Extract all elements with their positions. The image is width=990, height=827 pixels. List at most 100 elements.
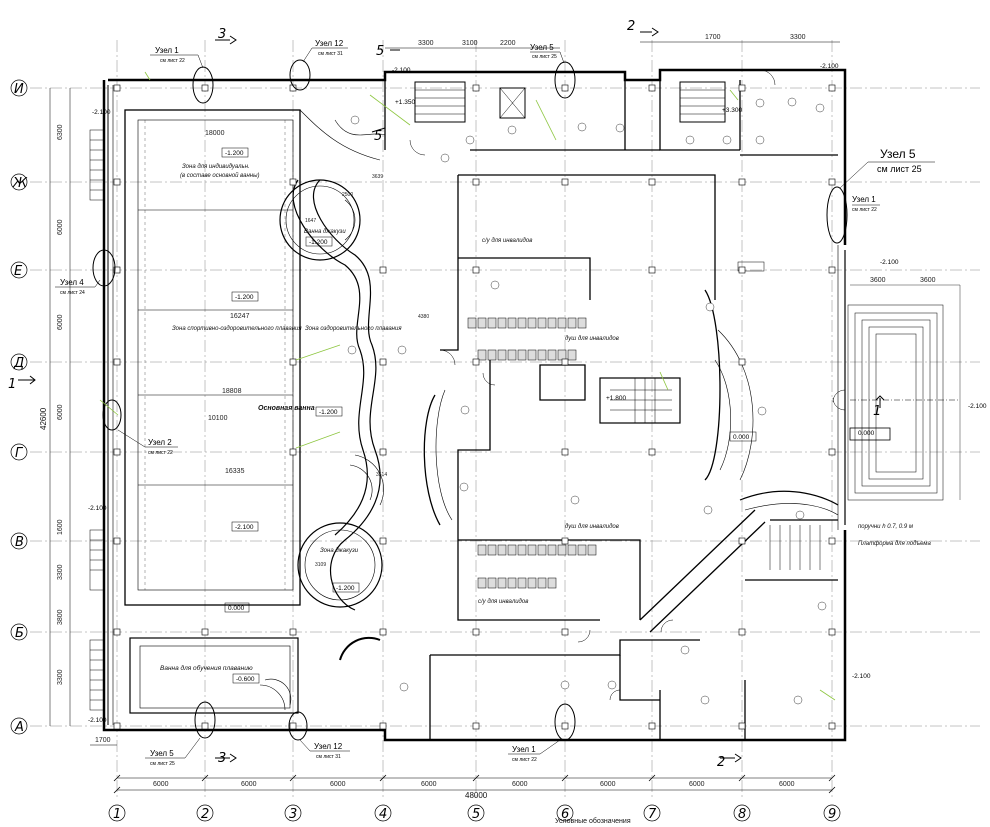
svg-text:Зона для индивидуальн.: Зона для индивидуальн. [182,164,250,170]
svg-text:2500: 2500 [342,192,353,198]
svg-text:-2.100: -2.100 [92,109,111,116]
entrance-stair [847,284,961,501]
svg-text:1: 1 [8,377,16,392]
svg-text:3: 3 [218,27,226,42]
dim-total: 48000 [465,791,488,800]
jacuzzi-zone-label: Зона джакузи [320,548,359,554]
svg-text:Ж: Ж [12,176,28,191]
svg-text:3100: 3100 [462,40,478,47]
node-callout: Узел 1см лист 22 [852,195,877,213]
svg-text:6000: 6000 [57,314,64,330]
svg-text:см лист 24: см лист 24 [60,290,85,296]
svg-text:3109: 3109 [315,562,326,568]
svg-text:9: 9 [828,807,836,822]
svg-text:3300: 3300 [790,34,806,41]
node-callout: Узел 5см лист 25 [877,147,922,174]
svg-text:Зона спортивно-оздоровительног: Зона спортивно-оздоровительного плавания [172,326,302,332]
svg-text:3639: 3639 [372,174,383,180]
svg-text:18808: 18808 [222,388,242,395]
dim-bay: 6000 [600,781,616,788]
node-callout: Узел 5 см лист 25 [530,43,557,60]
axis-bubble-row: Ж [10,173,28,191]
svg-text:5: 5 [376,44,384,59]
svg-text:см лист 25: см лист 25 [532,54,557,60]
svg-text:-2.100: -2.100 [820,63,839,70]
svg-text:Узел 5: Узел 5 [880,147,916,161]
svg-text:см лист 31: см лист 31 [318,51,343,57]
dimension-chain-left [49,88,71,726]
svg-text:Узел 1: Узел 1 [155,46,179,55]
dim-overhang: 1700 [95,737,111,744]
svg-text:-2.100: -2.100 [392,67,411,74]
axis-bubble-row: Г [10,443,28,461]
svg-text:см лист 22: см лист 22 [160,58,185,64]
axis-bubble-col: 8 [733,804,751,822]
accent-markers [99,71,836,701]
service-labels: с/у для инвалидов душ для инвалидов душ … [478,238,619,605]
svg-text:Д: Д [13,356,24,371]
node-callout: Узел 5см лист 25 [150,749,175,767]
svg-text:(в составе основной ванны): (в составе основной ванны) [180,172,260,179]
svg-text:6000: 6000 [57,404,64,420]
svg-text:см лист 22: см лист 22 [852,207,877,213]
svg-text:Узел 12: Узел 12 [315,39,344,48]
perimeter-levels: -2.100 -2.100 -2.100 -2.100 -2.100 -2.10… [88,63,871,724]
svg-text:3600: 3600 [870,277,886,284]
node-callout: Узел 1см лист 22 [512,745,537,763]
svg-text:Узел 4: Узел 4 [60,278,84,287]
svg-text:42600: 42600 [39,407,48,430]
misc-dims: 4380 1647 3514 3109 2500 3639 [305,174,429,568]
svg-text:-2.100: -2.100 [88,717,107,724]
left-dimensions: 6300 6000 6000 6000 1600 3300 3800 3300 … [39,124,64,685]
jacuzzi-top [279,179,361,261]
interior-walls [384,80,838,740]
dimension-chain-bottom [90,744,832,791]
svg-text:4380: 4380 [418,314,429,320]
axis-bubble-col: 3 [284,804,302,822]
svg-text:с/у для инвалидов: с/у для инвалидов [478,599,528,605]
svg-text:Основная ванна: Основная ванна [258,405,315,412]
svg-text:-0.600: -0.600 [236,676,255,683]
room-number-markers [347,97,827,705]
axis-bubble-row: И [10,79,28,97]
dim-bay: 6000 [241,781,257,788]
node-callout: Узел 12 см лист 31 [315,39,344,57]
svg-text:-2.100: -2.100 [235,524,254,531]
axis-bubble-row: Е [10,261,28,279]
svg-text:Узел 5: Узел 5 [530,43,554,52]
axis-bubble-row: В [10,532,28,550]
training-pool-label: Ванна для обучения плаванию [160,664,253,672]
svg-text:поручни h 0.7, 0.9 м: поручни h 0.7, 0.9 м [858,524,913,530]
bay-dimensions: 6000 6000 6000 6000 6000 6000 6000 6000 … [95,737,795,800]
axis-bubble-row: Д [10,353,28,371]
svg-text:Г: Г [15,446,24,461]
node-callout: Узел 4 см лист 24 [60,278,85,296]
training-pool [129,637,299,714]
svg-text:0.000: 0.000 [228,605,245,612]
axis-bubbles-bottom: 1 2 3 4 5 6 7 8 9 [108,804,841,822]
svg-text:8: 8 [738,807,746,822]
svg-text:В: В [15,535,24,550]
jacuzzi-bottom [297,454,384,608]
svg-text:6300: 6300 [57,124,64,140]
svg-text:Узел 2: Узел 2 [148,438,172,447]
axis-bubble-col: 7 [643,804,661,822]
svg-text:2200: 2200 [500,40,516,47]
svg-text:1600: 1600 [57,519,64,535]
svg-text:-1.200: -1.200 [235,294,254,301]
section-labels: 3 2 5 1 3 2 1 5 [8,19,881,770]
svg-text:-1.200: -1.200 [319,409,338,416]
svg-text:3300: 3300 [57,564,64,580]
svg-text:3600: 3600 [920,277,936,284]
node-callout: Узел 2см лист 22 [148,438,173,456]
svg-text:3800: 3800 [57,609,64,625]
svg-text:1: 1 [113,807,121,822]
svg-text:-1.200: -1.200 [336,585,355,592]
svg-text:-2.100: -2.100 [968,403,987,410]
svg-text:3514: 3514 [376,472,387,478]
svg-text:Узел 12: Узел 12 [314,742,343,751]
svg-text:Платформа для подъема: Платформа для подъема [858,541,932,547]
axis-bubble-row: А [10,717,28,735]
